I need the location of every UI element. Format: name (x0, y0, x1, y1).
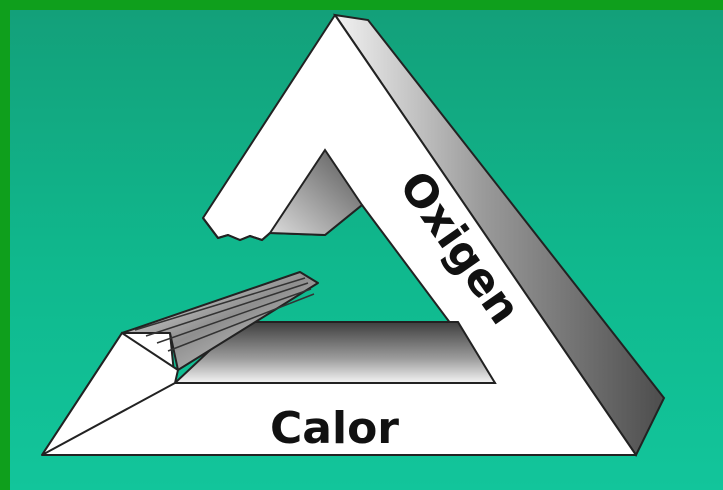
heat-label: Calor (270, 403, 399, 454)
